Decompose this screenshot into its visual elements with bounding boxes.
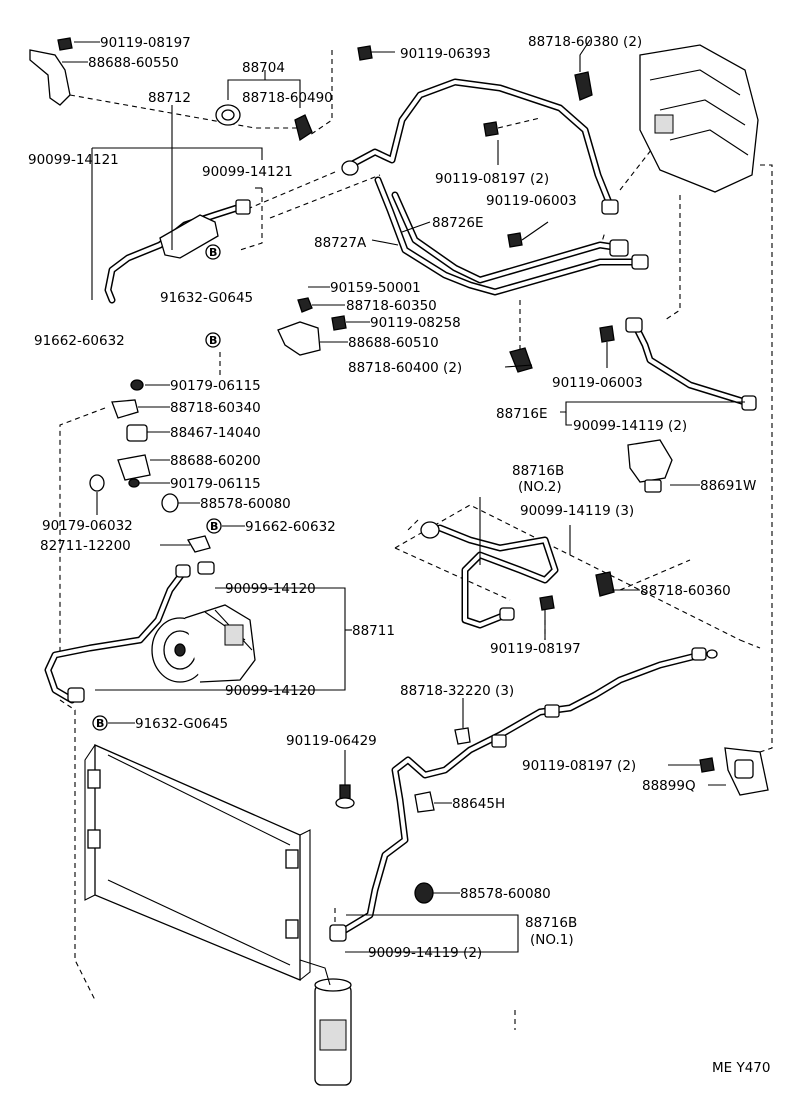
label-p24: 88691W xyxy=(700,478,756,494)
sensor-88645H xyxy=(414,791,435,813)
label-p31: 88718-60340 xyxy=(170,400,261,416)
label-p23: 90099-14119 (2) xyxy=(573,418,687,434)
marker-b-4-label: B xyxy=(96,717,104,730)
refrigerant-pipes xyxy=(44,78,749,934)
marker-b-3-label: B xyxy=(210,520,218,533)
compressor xyxy=(151,604,256,683)
label-p46: 88899Q xyxy=(642,778,696,794)
label-p39: 90099-14120 xyxy=(225,581,316,597)
marker-b-1-label: B xyxy=(209,246,217,259)
label-p06: 90099-14121 xyxy=(28,152,119,168)
marker-b-2 xyxy=(205,332,221,348)
marker-b-2-label: B xyxy=(209,334,217,347)
receiver-dryer xyxy=(299,959,352,1086)
label-p01: 90119-08197 xyxy=(100,35,191,51)
label-p07: 90099-14121 xyxy=(202,164,293,180)
b-markers: B B B B xyxy=(92,244,222,731)
label-p04: 88712 xyxy=(148,90,191,106)
label-p44: 90119-06429 xyxy=(286,733,377,749)
label-p47: 88645H xyxy=(452,796,505,812)
label-p34: 90179-06115 xyxy=(170,476,261,492)
label-p27: 90099-14119 (3) xyxy=(520,503,634,519)
plug-88578-60080 xyxy=(161,493,179,513)
label-p19: 88688-60510 xyxy=(348,335,439,351)
label-p15: 88727A xyxy=(314,235,367,251)
parts xyxy=(29,37,769,1086)
label-p08: 91632-G0645 xyxy=(160,290,253,306)
label-p50: (NO.1) xyxy=(530,932,574,948)
clamp-88718-60380 xyxy=(574,71,593,101)
label-p09: 91662-60632 xyxy=(34,333,125,349)
marker-b-3 xyxy=(206,518,222,534)
label-p51: 90099-14119 (2) xyxy=(368,945,482,961)
label-p35: 88578-60080 xyxy=(200,496,291,512)
label-p16: 90159-50001 xyxy=(330,280,421,296)
label-p38: 82711-12200 xyxy=(40,538,131,554)
nut-90179-06032 xyxy=(89,474,105,492)
label-p21: 90119-06003 xyxy=(552,375,643,391)
label-p40: 88711 xyxy=(352,623,395,639)
bracket-88688-60510 xyxy=(277,321,321,356)
switch-88691W xyxy=(627,439,673,483)
label-p29: 90119-08197 xyxy=(490,641,581,657)
label-p25: 88716B xyxy=(512,463,564,479)
label-p45: 90119-08197 (2) xyxy=(522,758,636,774)
part-labels: 90119-08197 88688-60550 88704 88712 8871… xyxy=(28,34,770,1076)
bracket-88688-60200 xyxy=(117,454,151,481)
marker-b-4 xyxy=(92,715,108,731)
label-p22: 88716E xyxy=(496,406,547,422)
clamp-88718-60400 xyxy=(509,347,533,373)
label-p36: 90179-06032 xyxy=(42,518,133,534)
label-p37: 91662-60632 xyxy=(245,519,336,535)
label-p13: 90119-06003 xyxy=(486,193,577,209)
clip-88718-60340 xyxy=(111,399,139,419)
label-p32: 88467-14040 xyxy=(170,425,261,441)
label-p03: 88704 xyxy=(242,60,285,76)
diagram-code: ME Y470 xyxy=(712,1060,770,1076)
label-p30: 90179-06115 xyxy=(170,378,261,394)
label-p41: 90099-14120 xyxy=(225,683,316,699)
label-p49: 88716B xyxy=(525,915,577,931)
label-p05: 88718-60490 xyxy=(242,90,333,106)
label-p43: 88718-32220 (3) xyxy=(400,683,514,699)
label-p11: 88718-60380 (2) xyxy=(528,34,642,50)
evaporator-housing xyxy=(639,44,759,193)
label-p26: (NO.2) xyxy=(518,479,562,495)
marker-b-1 xyxy=(205,244,221,260)
cushion-88467-14040 xyxy=(126,424,148,442)
label-p33: 88688-60200 xyxy=(170,453,261,469)
label-p48: 88578-60080 xyxy=(460,886,551,902)
leader-lines xyxy=(62,39,745,953)
clamp-88718-60490 xyxy=(294,114,313,142)
label-p42: 91632-G0645 xyxy=(135,716,228,732)
clamp-82711-12200 xyxy=(186,535,211,553)
label-p12: 90119-08197 (2) xyxy=(435,171,549,187)
label-p20: 88718-60400 (2) xyxy=(348,360,462,376)
dashed-reference-lines xyxy=(59,50,773,1030)
label-p10: 90119-06393 xyxy=(400,46,491,62)
label-p17: 88718-60350 xyxy=(346,298,437,314)
bolt-90119-08197 xyxy=(57,37,73,51)
condenser xyxy=(84,744,311,981)
muffler-88712 xyxy=(159,214,219,259)
label-p14: 88726E xyxy=(432,215,483,231)
bracket-88688-60550 xyxy=(29,49,71,106)
label-p28: 88718-60360 xyxy=(640,583,731,599)
label-p02: 88688-60550 xyxy=(88,55,179,71)
nut-90179-06115 xyxy=(130,379,144,391)
label-p18: 90119-08258 xyxy=(370,315,461,331)
